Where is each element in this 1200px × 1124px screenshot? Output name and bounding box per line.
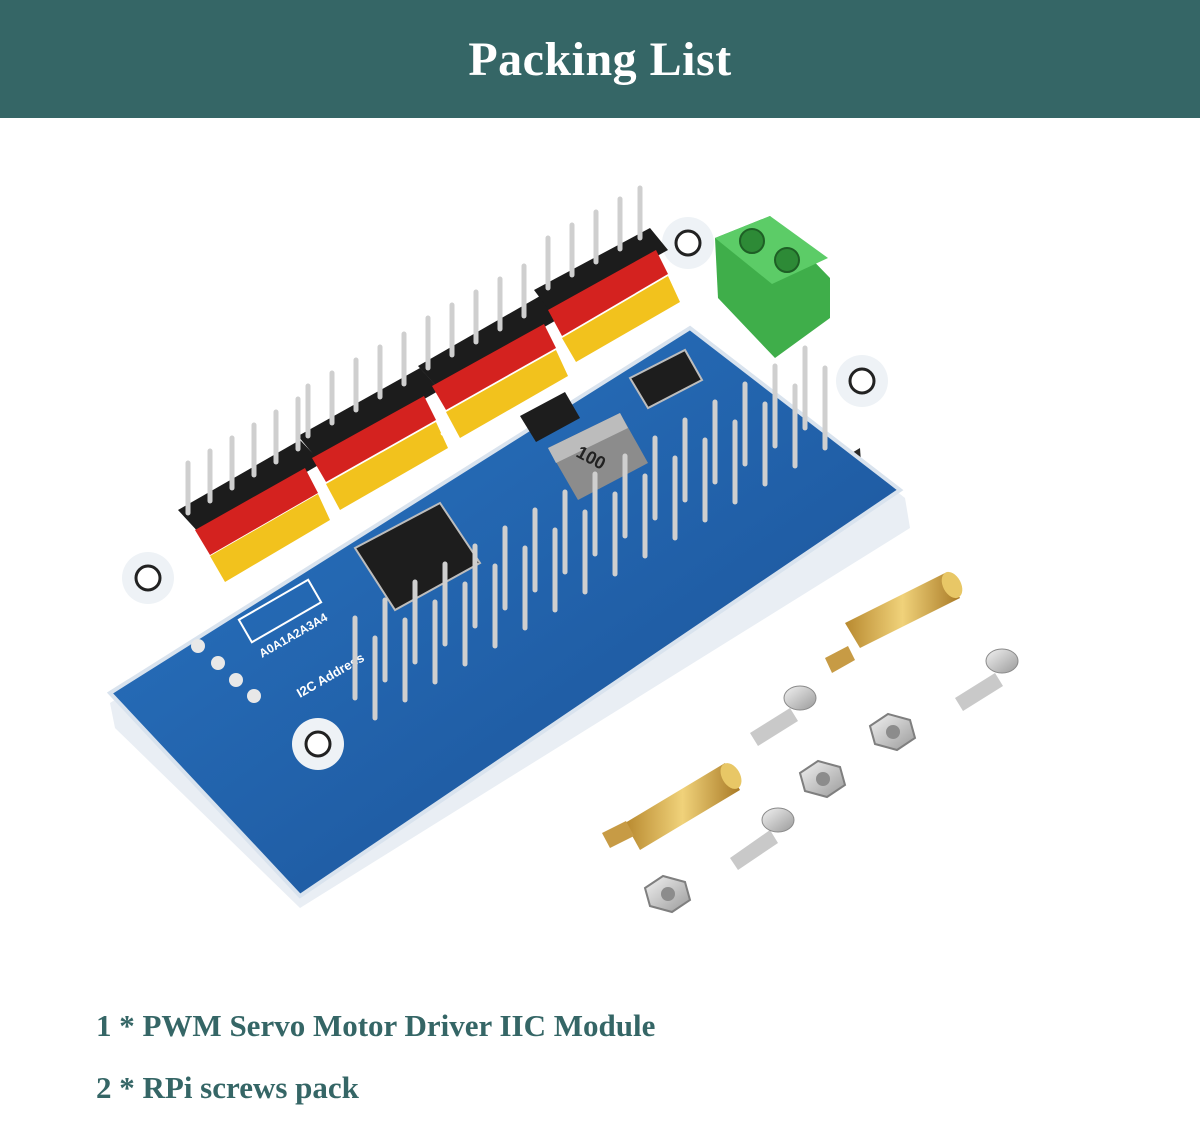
hex-nut: [868, 712, 917, 752]
screw: [750, 685, 817, 746]
status-leds: [191, 639, 261, 703]
pwm-controller-chip: [353, 501, 482, 612]
signal-label: S: [440, 423, 449, 439]
hex-nut: [643, 874, 692, 914]
channel-label-6: 6: [500, 421, 507, 435]
list-item: 1 * PWM Servo Motor Driver IIC Module: [96, 1008, 656, 1043]
channel-label-12: 12: [310, 541, 324, 555]
screw: [955, 648, 1019, 711]
mounting-hole: [662, 217, 714, 269]
channel-label-3: 3: [596, 359, 603, 373]
page-title: Packing List: [468, 32, 732, 86]
screw: [730, 807, 795, 870]
brass-standoff: [602, 763, 742, 850]
servo-header-group-4: [534, 228, 680, 362]
servo-header-group-2: [298, 368, 448, 510]
product-illustration: 15 14 13 12 11 10 9 8 7 6 5 4 3 2 1 0 S …: [106, 185, 1019, 914]
channel-label-10: 10: [384, 493, 398, 507]
packing-list: 1 * PWM Servo Motor Driver IIC Module 2 …: [96, 1000, 655, 1124]
channel-label-8: 8: [428, 469, 435, 483]
mounting-hole: [292, 718, 344, 770]
channel-label-0: 0: [662, 323, 669, 337]
power-inductor: 100: [548, 413, 648, 500]
power-terminal-block: [715, 216, 830, 358]
brass-standoff: [825, 571, 963, 673]
header-banner: Packing List: [0, 0, 1200, 118]
channel-label-2: 2: [618, 347, 625, 361]
servo-pins: [185, 185, 643, 516]
servo-header-group-3: [418, 296, 568, 438]
channel-label-7: 7: [478, 433, 485, 447]
channel-label-15: 15: [244, 577, 258, 591]
eeprom-chip: [628, 348, 704, 410]
gpio-header-pins: [352, 345, 828, 721]
diode: [520, 392, 580, 442]
channel-label-1: 1: [640, 335, 647, 349]
gnd-label: GND: [805, 347, 832, 361]
servo-header-group-1: [178, 440, 330, 582]
channel-label-11: 11: [362, 505, 375, 519]
channel-label-9: 9: [406, 481, 413, 495]
mounting-hole: [122, 552, 174, 604]
channel-label-14: 14: [266, 565, 280, 579]
channel-label-13: 13: [288, 553, 302, 567]
list-item: 2 * RPi screws pack: [96, 1070, 359, 1105]
product-photo: 15 14 13 12 11 10 9 8 7 6 5 4 3 2 1 0 S …: [0, 118, 1200, 978]
mounting-hole: [836, 355, 888, 407]
hex-nut: [798, 759, 847, 799]
